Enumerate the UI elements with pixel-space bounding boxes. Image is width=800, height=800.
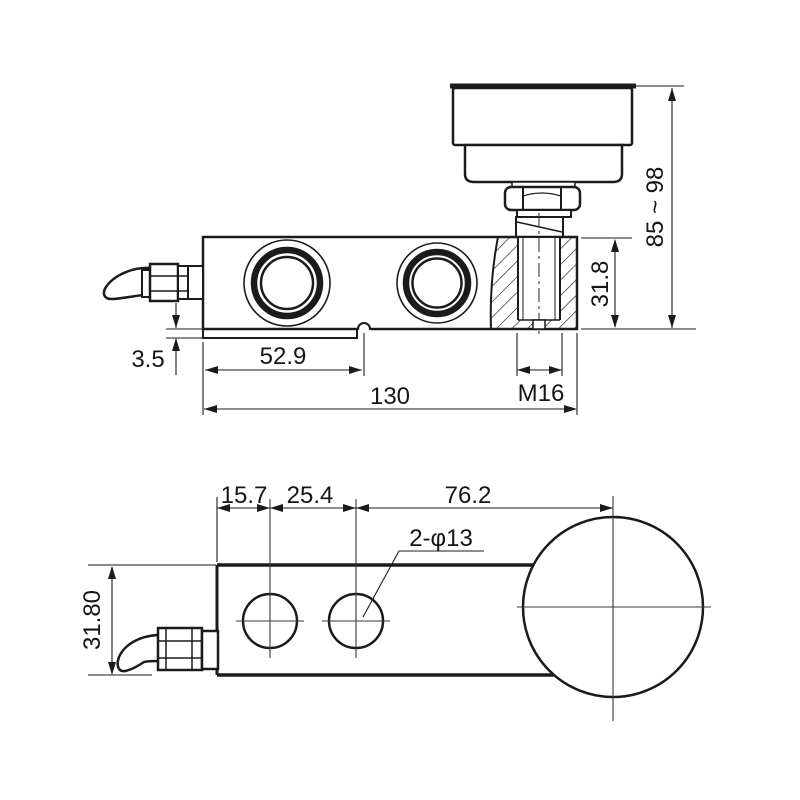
foot-circle [517, 496, 711, 721]
dim-edge-offset: 15.7 [221, 482, 268, 509]
hex-nut [503, 185, 582, 212]
membrane-left [243, 239, 331, 327]
membrane-right [396, 242, 478, 324]
dim-bottom-gap-group: 3.5 [131, 303, 203, 375]
dim-thread-size: M16 [518, 380, 565, 407]
cable-gland-side [102, 262, 204, 303]
dim-chain-group: 15.7 25.4 76.2 [216, 482, 613, 562]
dim-height-range-group: 85 ~ 98 [581, 85, 696, 330]
plan-view: 15.7 25.4 76.2 2-φ13 31.80 [79, 482, 711, 721]
dim-body-height-group: 31.8 [581, 237, 632, 328]
label-mounting-holes: 2-φ13 [409, 525, 473, 552]
dim-slot-length-group: 52.9 [202, 333, 365, 415]
dim-overall-length-group: 130 [204, 333, 578, 415]
nut-collar [516, 209, 572, 218]
dim-thread-group: M16 [516, 333, 565, 407]
dim-body-height: 31.8 [587, 261, 614, 308]
dim-slot-length: 52.9 [260, 343, 307, 370]
dim-height-range: 85 ~ 98 [642, 167, 669, 248]
dim-hole-pitch: 25.4 [287, 482, 334, 509]
cable-gland-plan [116, 626, 220, 673]
dim-foot-offset: 76.2 [445, 482, 492, 509]
dim-bottom-gap: 3.5 [131, 346, 164, 373]
cable [116, 633, 159, 673]
cable [102, 266, 151, 301]
side-view: 85 ~ 98 31.8 3.5 52.9 [102, 83, 696, 415]
foot-lower-tier [463, 143, 624, 184]
foot-cap [451, 86, 634, 147]
dim-body-width-group: 31.80 [79, 564, 216, 676]
thread-section [489, 213, 578, 336]
dim-overall-length: 130 [370, 383, 410, 410]
bottom-pad [202, 329, 358, 339]
holes-callout-group: 2-φ13 [362, 525, 484, 618]
load-foot [450, 83, 636, 239]
dim-body-width: 31.80 [79, 590, 106, 650]
